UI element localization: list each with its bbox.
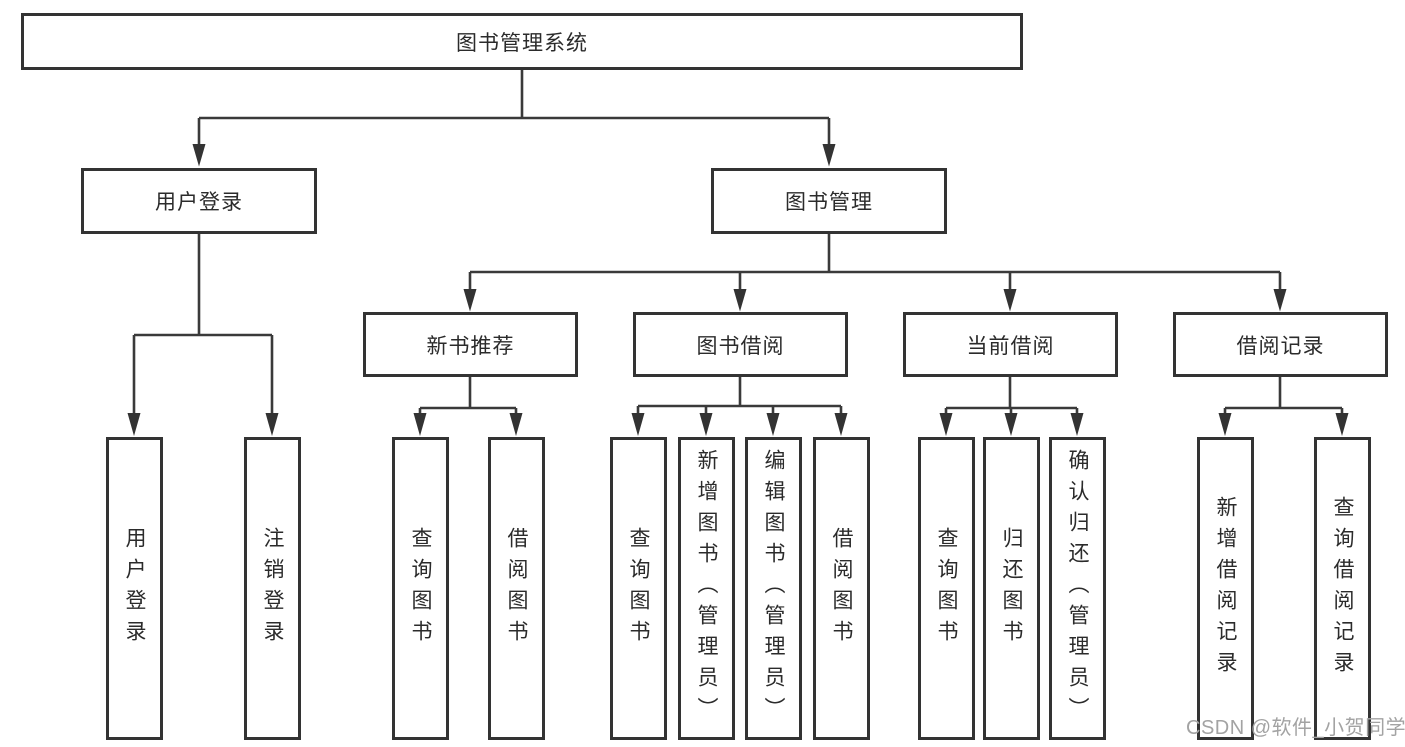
leaf-user-login: 用户登录 [106,437,163,740]
leaf-confirm-return-admin: 确认归还（管理员） [1049,437,1106,740]
leaf-query-book-current: 查询图书 [918,437,975,740]
leaf-borrow-book-label: 借阅图书 [830,526,853,651]
connector-group-new-book-recommend [413,377,523,436]
leaf-add-borrow-record: 新增借阅记录 [1197,437,1254,740]
connector-group-current-borrow [939,377,1084,436]
connector-group-borrow-record [1218,377,1349,436]
node-user-login: 用户登录 [81,168,317,234]
leaf-user-login-label: 用户登录 [123,526,146,651]
leaf-logout-label: 注销登录 [261,526,284,651]
leaf-borrow-book: 借阅图书 [813,437,870,740]
connector-group-root [192,69,836,167]
leaf-query-book-borrow-label: 查询图书 [627,526,650,651]
connector-group-book-management [463,234,1287,312]
watermark-text: CSDN @软件_小贺同学 [1186,717,1405,739]
leaf-add-borrow-record-label: 新增借阅记录 [1214,495,1237,682]
leaf-query-borrow-record: 查询借阅记录 [1314,437,1371,740]
node-current-borrow: 当前借阅 [903,312,1118,377]
leaf-add-book-admin-label: 新增图书（管理员） [695,449,718,728]
leaf-edit-book-admin: 编辑图书（管理员） [745,437,802,740]
leaf-add-book-admin: 新增图书（管理员） [678,437,735,740]
leaf-query-book-recommend-label: 查询图书 [409,526,432,651]
node-book-management: 图书管理 [711,168,947,234]
leaf-borrow-book-recommend: 借阅图书 [488,437,545,740]
node-borrow-record: 借阅记录 [1173,312,1388,377]
connector-group-user-login [127,234,279,436]
leaf-query-borrow-record-label: 查询借阅记录 [1331,495,1354,682]
node-book-borrow: 图书借阅 [633,312,848,377]
leaf-return-book-label: 归还图书 [1000,526,1023,651]
node-root-library-system: 图书管理系统 [21,13,1023,70]
leaf-borrow-book-recommend-label: 借阅图书 [505,526,528,651]
leaf-logout: 注销登录 [244,437,301,740]
leaf-query-book-recommend: 查询图书 [392,437,449,740]
leaf-query-book-current-label: 查询图书 [935,526,958,651]
connector-group-book-borrow [631,377,848,436]
node-new-book-recommend: 新书推荐 [363,312,578,377]
leaf-query-book-borrow: 查询图书 [610,437,667,740]
leaf-edit-book-admin-label: 编辑图书（管理员） [762,449,785,728]
leaf-return-book: 归还图书 [983,437,1040,740]
leaf-confirm-return-admin-label: 确认归还（管理员） [1066,449,1089,728]
